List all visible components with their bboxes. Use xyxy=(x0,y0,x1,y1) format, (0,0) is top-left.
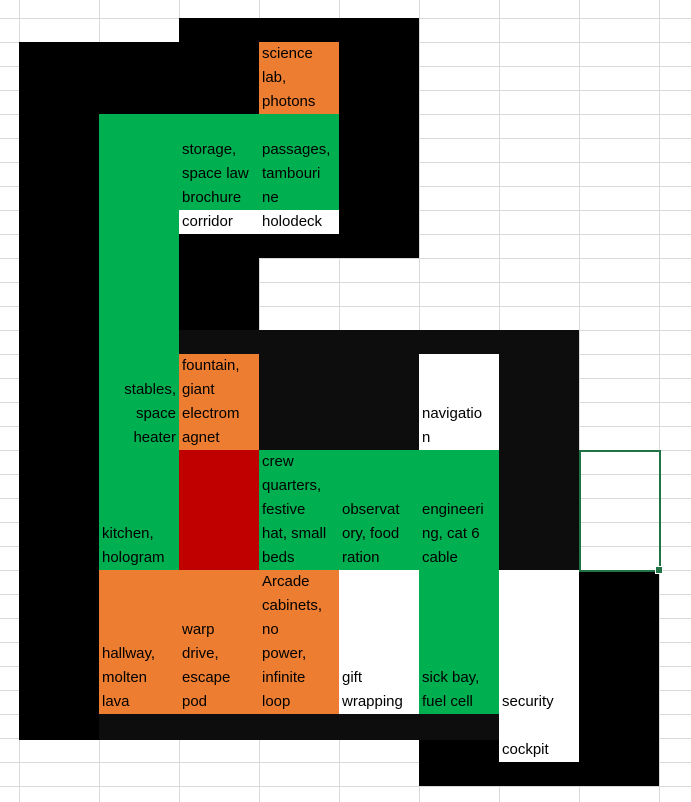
room-science-lab[interactable]: science lab, photons xyxy=(259,42,339,114)
room-passages[interactable]: passages, tambouri ne xyxy=(259,114,339,210)
room-arcade[interactable]: Arcade cabinets, no power, infinite loop xyxy=(259,570,339,714)
wall-block-inner-2 xyxy=(259,234,339,258)
wall-block-right-low xyxy=(579,570,659,786)
wall-block-inner xyxy=(179,234,259,330)
room-corridor[interactable]: corridor xyxy=(179,210,259,234)
wall-block-bottom-3 xyxy=(499,762,579,786)
room-gift-wrapping[interactable]: gift wrapping xyxy=(339,570,419,714)
green-area-upper-left xyxy=(99,114,179,210)
room-sick-bay[interactable]: sick bay, fuel cell xyxy=(419,570,499,714)
selected-cell-outline[interactable] xyxy=(579,450,661,572)
room-cockpit[interactable]: cockpit xyxy=(499,714,579,762)
room-kitchen[interactable]: kitchen, hologram xyxy=(99,450,179,570)
room-engineering[interactable]: engineeri ng, cat 6 cable xyxy=(419,450,499,570)
room-crew-quarters[interactable]: crew quarters, festive hat, small beds xyxy=(259,450,339,570)
wall-block-bottom xyxy=(99,714,499,740)
room-security[interactable]: security xyxy=(499,570,579,714)
room-observatory[interactable]: observat ory, food ration xyxy=(339,450,419,570)
room-warp-drive[interactable]: warp drive, escape pod xyxy=(179,570,259,714)
wall-block-left xyxy=(19,114,99,740)
wall-block-middle xyxy=(179,330,579,354)
room-hallway[interactable]: hallway, molten lava xyxy=(99,570,179,714)
wall-block-upper xyxy=(19,42,419,114)
room-red-unlabeled[interactable] xyxy=(179,450,259,570)
room-navigation[interactable]: navigatio n xyxy=(419,354,499,450)
fill-handle[interactable] xyxy=(655,566,663,574)
room-storage[interactable]: storage, space law brochure xyxy=(179,114,259,210)
green-area-left-column xyxy=(99,210,179,354)
room-holodeck[interactable]: holodeck xyxy=(259,210,339,234)
wall-block-right-upper xyxy=(339,114,419,258)
room-stables[interactable]: stables, space heater xyxy=(99,354,179,450)
wall-block-top xyxy=(179,18,419,42)
wall-block-right-mid xyxy=(499,354,579,570)
wall-block-middle-2 xyxy=(259,354,419,450)
room-fountain[interactable]: fountain, giant electrom agnet xyxy=(179,354,259,450)
